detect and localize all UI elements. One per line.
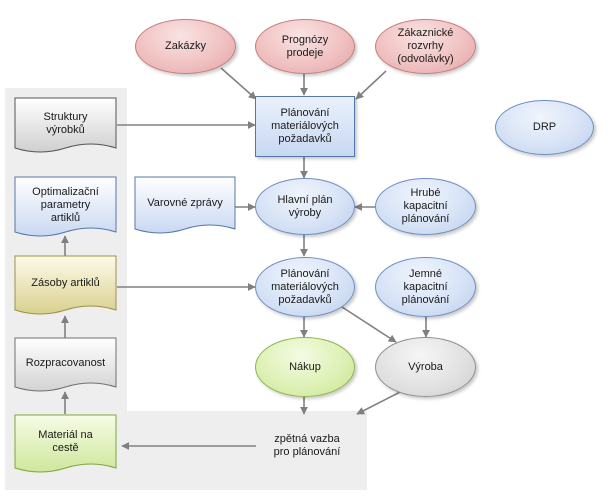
zpetna-vazba-label: zpětná vazba pro plánování xyxy=(273,433,341,458)
nakup-node: Nákup xyxy=(255,337,355,397)
hlavni-plan-label: Hlavní plán výroby xyxy=(277,193,333,219)
zakazky-node: Zakázky xyxy=(135,19,236,74)
arrow-zakazky-planovani xyxy=(220,67,257,100)
document-shape xyxy=(15,415,116,476)
document-shape xyxy=(15,177,116,240)
jemne-node: Jemné kapacitní plánování xyxy=(375,257,476,317)
arrow-planovani2-vyroba xyxy=(341,306,397,343)
zakaznicke-label: Zákaznické rozvrhy (odvolávky) xyxy=(397,27,454,65)
zasoby-label: Zásoby artiklů xyxy=(31,277,100,289)
document-shape xyxy=(15,338,116,395)
bottom-panel xyxy=(127,411,367,490)
document-shape xyxy=(135,177,235,237)
prognozy-label: Prognózy prodeje xyxy=(281,33,329,59)
planovani2-node: Plánování materiálových požadavků xyxy=(255,257,355,317)
zakaznicke-node: Zákaznické rozvrhy (odvolávky) xyxy=(375,19,476,74)
zakazky-label: Zakázky xyxy=(165,40,206,52)
planovani2-label: Plánování materiálových požadavků xyxy=(271,267,339,306)
struktury-doc: Struktury výrobků xyxy=(15,98,116,156)
document-shape xyxy=(15,256,116,318)
varovne-doc: Varovné zprávy xyxy=(135,177,235,237)
drp-label: DRP xyxy=(532,121,557,133)
hrube-node: Hrubé kapacitní plánování xyxy=(375,178,476,235)
material-label: Materiál na cestě xyxy=(38,429,93,454)
hrube-label: Hrubé kapacitní plánování xyxy=(401,187,450,225)
struktury-label: Struktury výrobků xyxy=(43,110,88,136)
rozpracovanost-label: Rozpracovanost xyxy=(25,356,106,369)
document-shape xyxy=(15,98,116,156)
nakup-label: Nákup xyxy=(289,360,321,373)
vyroba-node: Výroba xyxy=(375,337,476,397)
arrow-zakaznicke-planovani xyxy=(355,70,387,100)
planovani-rect: Plánování materiálových požadavků xyxy=(255,96,355,157)
rozpracovanost-doc: Rozpracovanost xyxy=(15,338,116,395)
varovne-label: Varovné zprávy xyxy=(147,197,223,209)
prognozy-node: Prognózy prodeje xyxy=(255,19,355,74)
zasoby-doc: Zásoby artiklů xyxy=(15,256,116,318)
optimalizacni-doc: Optimalizační parametry artiklů xyxy=(15,177,116,240)
material-doc: Materiál na cestě xyxy=(15,415,116,476)
planovani-rect-label: Plánování materiálových požadavků xyxy=(271,107,339,145)
vyroba-label: Výroba xyxy=(408,360,443,373)
hlavni-plan-node: Hlavní plán výroby xyxy=(255,178,355,235)
optimalizacni-label: Optimalizační parametry artiklů xyxy=(32,185,99,224)
jemne-label: Jemné kapacitní plánování xyxy=(401,267,450,306)
arrow-vyroba-zpetna xyxy=(356,389,405,415)
zpetna-vazba-text: zpětná vazba pro plánování xyxy=(257,428,357,464)
drp-node: DRP xyxy=(495,100,594,155)
